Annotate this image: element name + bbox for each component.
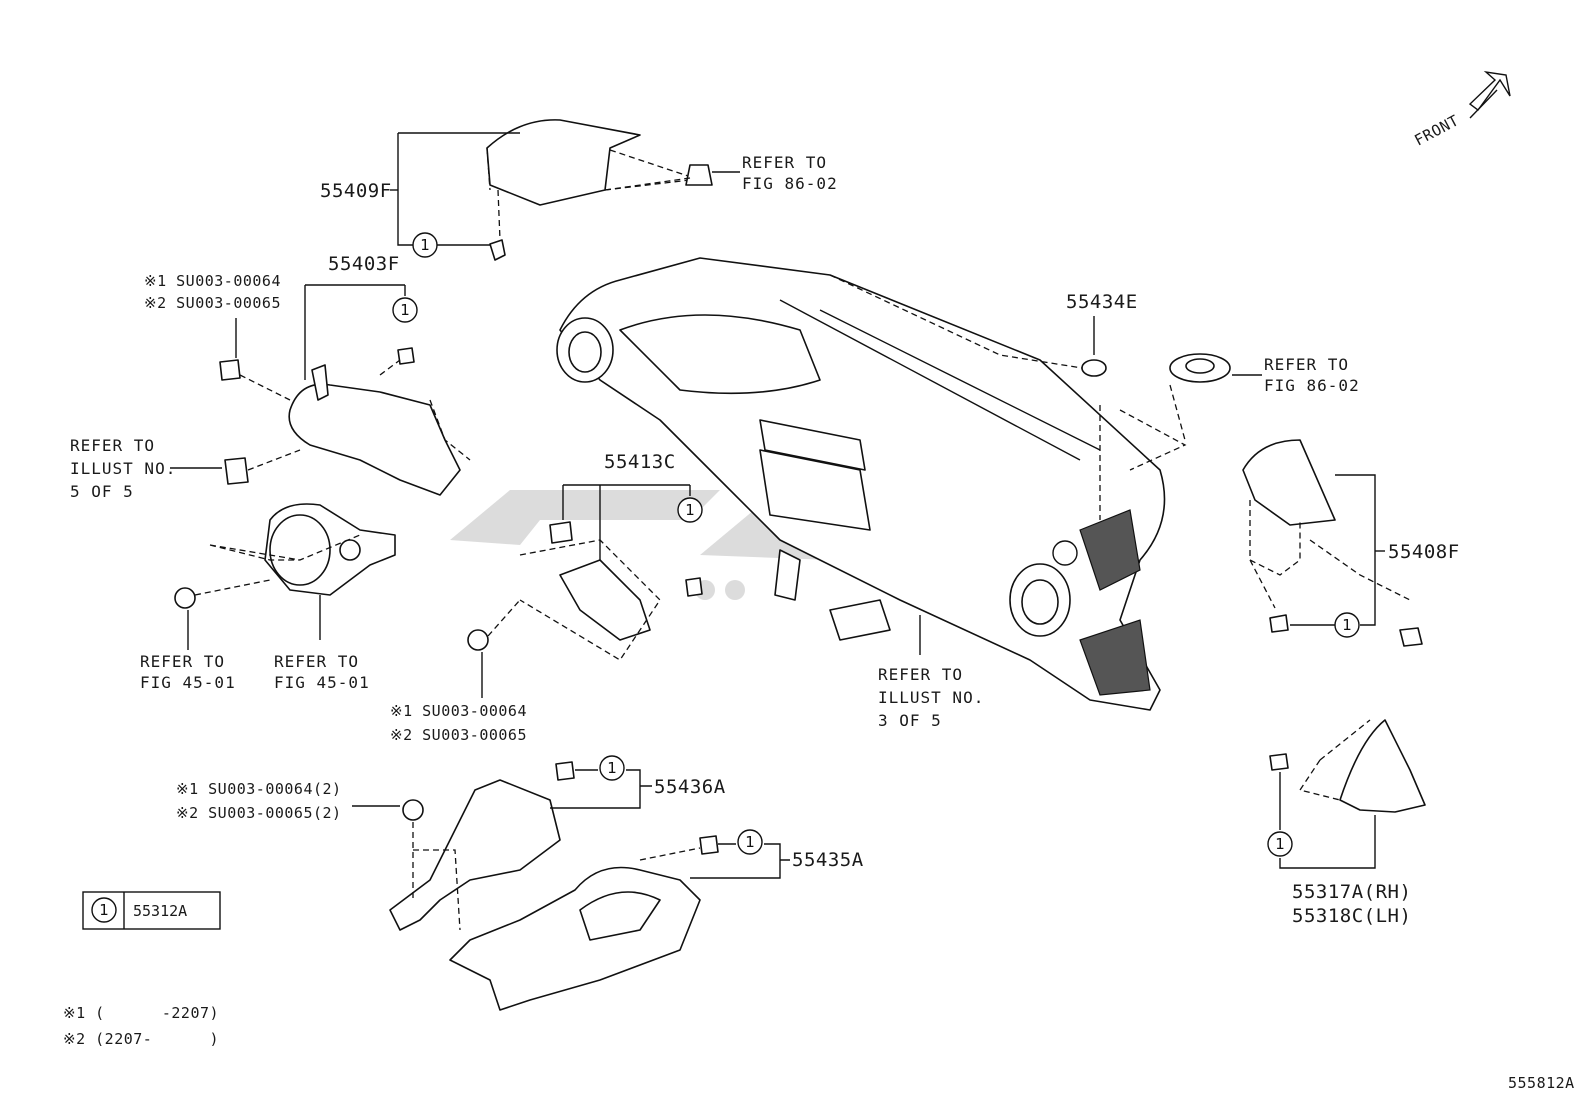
screw-1-line2: ※2 SU003-00065 <box>144 294 281 312</box>
circled-ref: 1 <box>1275 835 1285 853</box>
ref-illust5-line1: REFER TO <box>70 436 155 455</box>
ref-illust3-line1: REFER TO <box>878 665 963 684</box>
part-number-55434E: 55434E <box>1066 291 1138 313</box>
ref-illust3: REFER TO ILLUST NO. 3 OF 5 <box>878 615 984 730</box>
part-number-55413C: 55413C <box>604 451 676 473</box>
figure-code: 555812A <box>1508 1074 1575 1092</box>
ref-illust5-line3: 5 OF 5 <box>70 482 134 501</box>
part-number-55408F: 55408F <box>1388 541 1460 563</box>
footnotes: ※1 ( -2207) ※2 (2207- ) <box>63 1004 219 1048</box>
speaker-ref: REFER TO FIG 86-02 <box>1099 353 1360 520</box>
legend-part: 55312A <box>133 902 187 920</box>
instrument-panel <box>556 257 1166 711</box>
ref-fig8602-b-line1: REFER TO <box>1264 355 1349 374</box>
screw-2-line2: ※2 SU003-00065 <box>390 726 527 744</box>
screw-2-line1: ※1 SU003-00064 <box>390 702 527 720</box>
circled-ref: 1 <box>420 236 430 254</box>
part-55317A: 1 55317A(RH) 55318C(LH) <box>1267 719 1426 927</box>
screw-3-line1: ※1 SU003-00064(2) <box>176 780 342 798</box>
part-number-55317A: 55317A(RH) <box>1292 881 1411 903</box>
note-1: ※1 ( -2207) <box>63 1004 219 1022</box>
ref-fig8602-a-line1: REFER TO <box>742 153 827 172</box>
column-cover: REFER TO FIG 45-01 REFER TO FIG 45-01 <box>140 503 396 692</box>
ref-fig8602-a-line2: FIG 86-02 <box>742 174 838 193</box>
ref-fig8602-b-line2: FIG 86-02 <box>1264 376 1360 395</box>
ref-illust3-line3: 3 OF 5 <box>878 711 942 730</box>
part-55435A: 1 55435A <box>449 829 864 1011</box>
screw-3-line2: ※2 SU003-00065(2) <box>176 804 342 822</box>
ref-illust5-line2: ILLUST NO. <box>70 459 176 478</box>
part-number-55436A: 55436A <box>654 776 726 798</box>
ref-fig4501-a-line1: REFER TO <box>140 652 225 671</box>
part-55409F: 55409F 1 REFER TO FIG 86-02 <box>320 119 838 261</box>
note-2: ※2 (2207- ) <box>63 1030 219 1048</box>
part-55436A: 1 55436A ※1 SU003-00064(2) ※2 SU003-0006… <box>176 755 726 931</box>
part-55403F: 55403F 1 ※1 SU003-00064 ※2 SU003-00065 R… <box>70 253 471 501</box>
circled-ref: 1 <box>745 833 755 851</box>
part-55413C: 55413C 1 ※1 SU003-00064 ※2 SU003-00065 <box>390 451 703 744</box>
legend-box: 1 55312A <box>82 891 221 930</box>
part-55408F: 1 55408F <box>1242 439 1460 647</box>
circled-ref: 1 <box>607 759 617 777</box>
part-number-55435A: 55435A <box>792 849 864 871</box>
part-55434E: 55434E <box>829 274 1138 377</box>
screw-1-line1: ※1 SU003-00064 <box>144 272 281 290</box>
part-number-55409F: 55409F <box>320 180 392 202</box>
legend-number: 1 <box>99 901 109 919</box>
part-number-55403F: 55403F <box>328 253 400 275</box>
ref-fig4501-b-line2: FIG 45-01 <box>274 673 370 692</box>
circled-ref: 1 <box>400 301 410 319</box>
ref-fig4501-b-line1: REFER TO <box>274 652 359 671</box>
front-label: FRONT <box>1411 111 1462 149</box>
ref-illust3-line2: ILLUST NO. <box>878 688 984 707</box>
circled-ref: 1 <box>685 501 695 519</box>
part-number-55318C: 55318C(LH) <box>1292 905 1411 927</box>
circled-ref: 1 <box>1342 616 1352 634</box>
ref-fig4501-a-line2: FIG 45-01 <box>140 673 236 692</box>
front-indicator: FRONT <box>1411 70 1511 150</box>
